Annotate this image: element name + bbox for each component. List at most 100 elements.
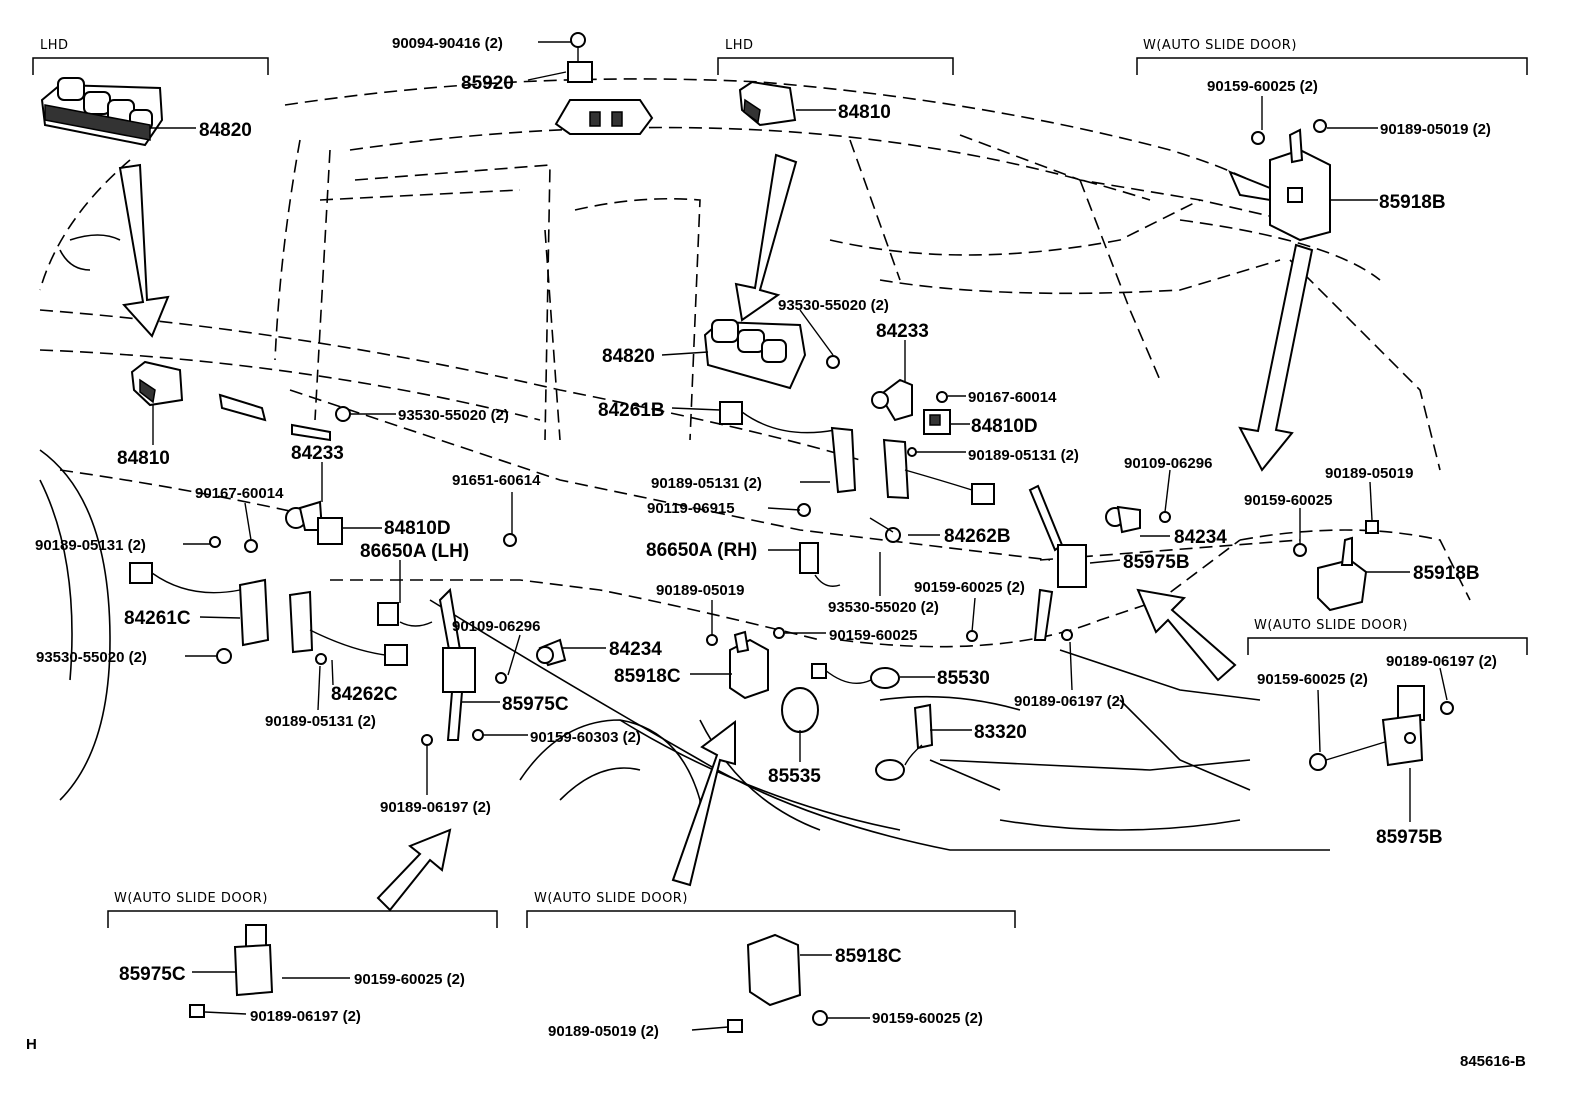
direction-arrows [118, 153, 1314, 912]
door-switch-84234-right [1105, 505, 1141, 534]
relay-85920 [554, 32, 654, 135]
arrow-icon [1238, 243, 1314, 472]
part-label: 90159-60025 (2) [914, 579, 1025, 596]
slide-door-control-computer-c [729, 630, 769, 700]
part-label: 84234 [1174, 527, 1227, 548]
part-label: 84810D [971, 416, 1038, 437]
part-label: 90159-60025 [829, 627, 917, 644]
section-title-auto-slide-top: W(AUTO SLIDE DOOR) [1143, 38, 1297, 53]
part-label: 85535 [768, 766, 821, 787]
part-label: 90189-05019 (2) [548, 1023, 659, 1040]
door-handle-shape [291, 423, 331, 442]
part-label: 90189-05019 (2) [1380, 121, 1491, 138]
arrow-icon [734, 153, 798, 322]
part-label: 84262B [944, 526, 1011, 547]
part-label: 90159-60025 [1244, 492, 1332, 509]
wire-harness-84261b [719, 401, 995, 505]
part-label: 84261C [124, 608, 191, 629]
slide-door-control-computer-c-bottom [727, 933, 828, 1033]
part-label: 90119-06915 [647, 500, 735, 517]
part-label: 90189-05131 (2) [35, 537, 146, 554]
part-label: 84820 [602, 346, 655, 367]
part-label: 85975B [1376, 827, 1443, 848]
bulb-85535 [781, 687, 819, 733]
parts-shapes [40, 32, 1454, 1033]
part-label: 84234 [609, 639, 662, 660]
door-lock-motor-85975c-bottom [189, 924, 274, 1018]
part-label: 90159-60025 (2) [872, 1010, 983, 1027]
part-label: 85975C [502, 694, 569, 715]
switch-84810d-center [923, 409, 951, 435]
part-label: 93530-55020 (2) [36, 649, 147, 666]
part-label: 85975C [119, 964, 186, 985]
part-label: 86650A (LH) [360, 541, 469, 562]
door-lock-motor-85975b-center [1028, 484, 1087, 641]
vehicle-body-outline [39, 78, 1471, 851]
corner-mark: H [26, 1036, 37, 1053]
part-labels: 90094-90416 (2) 85920 84820 84810 90159-… [35, 35, 1497, 1040]
switch-84810d-left [317, 517, 343, 545]
part-label: 90159-60025 (2) [1257, 671, 1368, 688]
arrow-icon [1136, 588, 1237, 682]
section-title-lhd-left: LHD [40, 38, 69, 53]
buzzer-86650a-rh [799, 542, 841, 587]
part-label: 90189-05019 [1325, 465, 1413, 482]
part-label: 85918B [1379, 192, 1446, 213]
part-label: 84810D [384, 518, 451, 539]
section-title-lhd-center: LHD [725, 38, 754, 53]
part-label: 90159-60303 (2) [530, 729, 641, 746]
part-label: 90189-05131 (2) [651, 475, 762, 492]
door-control-switch-left [285, 500, 324, 531]
part-label: 85918C [614, 666, 681, 687]
section-title-auto-slide-bottom-left: W(AUTO SLIDE DOOR) [114, 891, 268, 906]
arrow-icon [118, 163, 170, 338]
part-label: 90109-06296 [1124, 455, 1212, 472]
part-label: 85530 [937, 668, 990, 689]
part-label: 90189-06197 (2) [250, 1008, 361, 1025]
door-control-switch-center [871, 340, 913, 422]
section-titles: LHD LHD W(AUTO SLIDE DOOR) W(AUTO SLIDE … [40, 38, 1408, 906]
courtesy-lamp-85530 [811, 663, 900, 689]
part-label: 84820 [199, 120, 252, 141]
part-label: 93530-55020 (2) [398, 407, 509, 424]
part-label: 84810 [838, 102, 891, 123]
part-label: 85975B [1123, 552, 1190, 573]
part-label: 90189-05131 (2) [265, 713, 376, 730]
part-label: 86650A (RH) [646, 540, 757, 561]
part-label: 90167-60014 [968, 389, 1057, 406]
part-label: 84261B [598, 400, 665, 421]
part-label: 93530-55020 (2) [828, 599, 939, 616]
part-label: 90189-05131 (2) [968, 447, 1079, 464]
part-label: 90189-06197 (2) [1014, 693, 1125, 710]
door-switch-84234-center [536, 638, 567, 667]
part-label: 84262C [331, 684, 398, 705]
leader-lines [150, 41, 1448, 1031]
section-title-auto-slide-bottom-center: W(AUTO SLIDE DOOR) [534, 891, 688, 906]
power-window-switch-left [130, 360, 184, 407]
slide-door-control-computer-b [1228, 119, 1331, 242]
power-window-switch-lhd [738, 80, 797, 127]
part-label: 85918C [835, 946, 902, 967]
power-window-master-switch-lh [40, 77, 164, 147]
slide-door-control-computer-b-right [1317, 520, 1379, 612]
wire-harness-84261c [129, 562, 408, 666]
sensor-83320 [875, 703, 934, 781]
arrow-icon [376, 828, 452, 912]
part-label: 90189-05019 [656, 582, 744, 599]
part-label: 91651-60614 [452, 472, 541, 489]
part-label: 84233 [291, 443, 344, 464]
part-label: 90189-06197 (2) [380, 799, 491, 816]
power-window-master-switch-center [703, 319, 807, 390]
part-label: 90159-60025 (2) [1207, 78, 1318, 95]
part-label: 93530-55020 (2) [778, 297, 889, 314]
part-label: 84810 [117, 448, 170, 469]
buzzer-86650a-lh [377, 575, 433, 627]
part-label: 90167-60014 [195, 485, 284, 502]
part-label: 90189-06197 (2) [1386, 653, 1497, 670]
section-title-auto-slide-right: W(AUTO SLIDE DOOR) [1254, 618, 1408, 633]
part-label: 90094-90416 (2) [392, 35, 503, 52]
part-label: 85920 [461, 73, 514, 94]
figure-id: 845616-B [1460, 1053, 1526, 1070]
part-label: 84233 [876, 321, 929, 342]
part-label: 90109-06296 [452, 618, 540, 635]
